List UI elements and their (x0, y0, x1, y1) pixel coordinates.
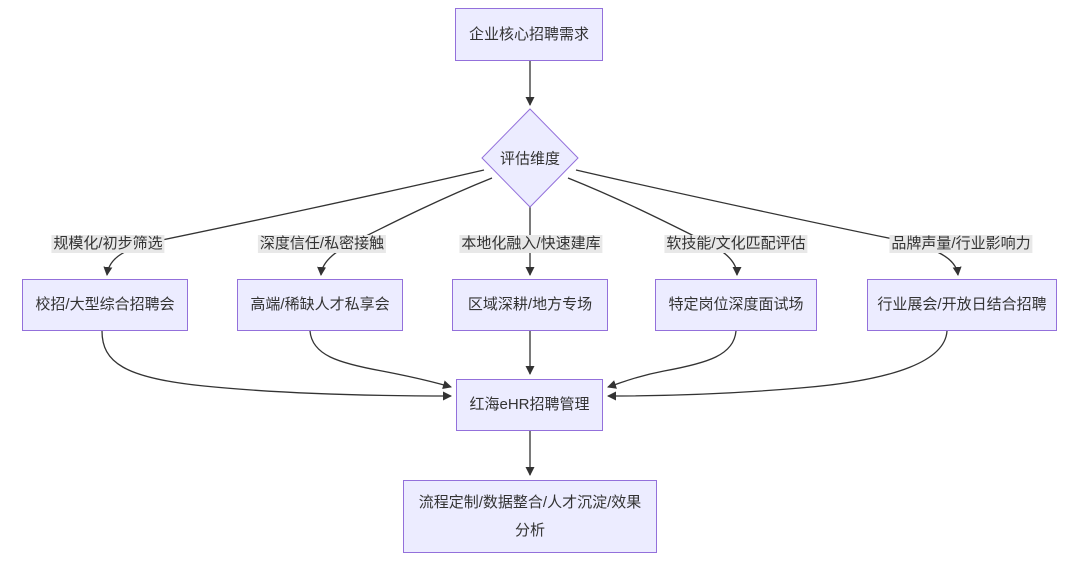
edge-label-soft: 软技能/文化匹配评估 (664, 235, 808, 253)
node-ehr: 红海eHR招聘管理 (456, 379, 603, 431)
node-campus: 校招/大型综合招聘会 (22, 279, 188, 331)
node-position-label: 特定岗位深度面试场 (668, 296, 804, 313)
edge-label-brand: 品牌声量/行业影响力 (889, 235, 1033, 253)
edge-highend-ehr (309, 330, 452, 390)
edge-label-local: 本地化融入/快速建库 (459, 235, 603, 253)
edge-decision-expo (575, 169, 962, 276)
edge-decision-campus (103, 169, 485, 276)
node-demand: 企业核心招聘需求 (455, 8, 603, 61)
node-demand-label: 企业核心招聘需求 (468, 25, 589, 43)
node-regional-label: 区域深耕/地方专场 (467, 296, 593, 313)
node-position: 特定岗位深度面试场 (655, 279, 817, 331)
decision-diamond (481, 108, 579, 208)
node-highend: 高端/稀缺人才私享会 (237, 279, 403, 331)
edge-campus-ehr (101, 330, 452, 401)
edge-label-trust: 深度信任/私密接触 (257, 235, 387, 253)
edge-label-scale: 规模化/初步筛选 (51, 235, 165, 253)
node-decision-label: 评估维度 (499, 150, 561, 168)
node-expo: 行业展会/开放日结合招聘 (867, 279, 1057, 331)
node-outcome: 流程定制/数据整合/人才沉淀/效果分析 (403, 480, 657, 553)
node-highend-label: 高端/稀缺人才私享会 (250, 296, 390, 313)
edge-decision-highend (317, 177, 493, 276)
edge-position-ehr (607, 330, 737, 389)
node-expo-label: 行业展会/开放日结合招聘 (877, 296, 1047, 313)
node-outcome-label: 流程定制/数据整合/人才沉淀/效果分析 (418, 493, 642, 539)
node-campus-label: 校招/大型综合招聘会 (35, 296, 175, 313)
edge-decision-position (567, 177, 742, 276)
edge-expo-ehr (607, 330, 948, 401)
node-regional: 区域深耕/地方专场 (452, 279, 608, 331)
node-ehr-label: 红海eHR招聘管理 (469, 396, 590, 413)
